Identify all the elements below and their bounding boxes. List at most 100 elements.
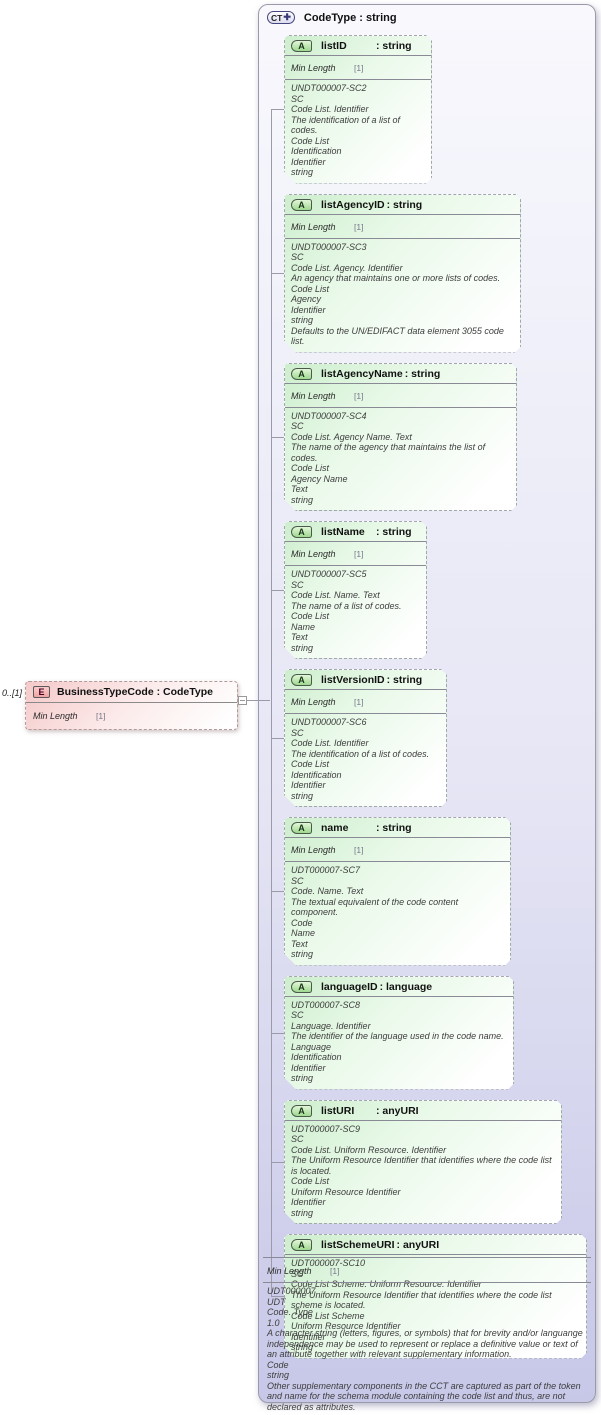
annotation-line: Identifier: [291, 1197, 326, 1207]
annotation-line: UDT000007-SC9: [291, 1123, 361, 1134]
facet-value: [1]: [95, 711, 106, 721]
attribute-icon: A: [291, 368, 312, 380]
attribute-name: name: [321, 822, 349, 834]
annotation-line: Code: [291, 917, 313, 928]
annotation-line: Uniform Resource Identifier: [291, 1186, 401, 1197]
annotation-line: Code List. Uniform Resource. Identifier: [291, 1144, 447, 1155]
attribute-icon: A: [291, 199, 312, 211]
annotation-line: Identifier: [291, 1331, 326, 1342]
annotation-line: UNDT000007-SC6: [291, 717, 367, 727]
attribute-header[interactable]: A listSchemeURI : anyURI: [285, 1235, 586, 1255]
annotation-line: Code List: [291, 283, 330, 294]
annotation-line: The name of a list of codes.: [291, 600, 402, 611]
attribute-name: listAgencyName: [321, 367, 403, 380]
annotation-line: Code. Type: [267, 1307, 313, 1317]
attribute-list: A listID : string Min Length [1] UNDT000…: [271, 35, 587, 1369]
annotation-line: string: [291, 315, 314, 325]
annotation-line: UNDT000007-SC3: [291, 241, 367, 252]
annotation-line: Code List Scheme. Uniform Resource. Iden…: [291, 1279, 482, 1289]
attribute-box[interactable]: A listAgencyName : string Min Length [1]…: [271, 363, 517, 512]
facet-name: Min Length: [291, 63, 336, 73]
attribute-header[interactable]: A listVersionID : string: [285, 670, 446, 690]
annotation-line: string: [291, 1342, 314, 1352]
complextype-facet-row: Min Length [1]: [263, 1257, 591, 1283]
element-header[interactable]: E BusinessTypeCode : CodeType: [26, 682, 237, 703]
annotation-line: Other supplementary components in the CC…: [267, 1380, 581, 1412]
attribute-header[interactable]: A name : string: [285, 818, 510, 838]
element-facet-row: Min Length [1]: [26, 703, 237, 729]
plus-icon: ✚: [283, 12, 291, 22]
facet-name: Min Length: [291, 221, 336, 232]
annotation-line: string: [291, 1073, 314, 1083]
annotation-line: Identifier: [291, 156, 326, 167]
attribute-facet-row: Min Length [1]: [285, 690, 446, 714]
attribute-facet-row: Min Length [1]: [285, 384, 516, 408]
attribute-icon: A: [291, 822, 312, 834]
facet-value: [1]: [353, 390, 364, 401]
attribute-name: listSchemeURI: [321, 1239, 395, 1251]
facet-value: [1]: [353, 221, 364, 232]
facet-name: Min Length: [267, 1266, 312, 1276]
attribute-name: listName: [321, 526, 365, 538]
complextype-icon: CT ✚: [267, 11, 295, 24]
attribute-box[interactable]: A listAgencyID : string Min Length [1] U…: [271, 194, 521, 353]
annotation-line: An agency that maintains one or more lis…: [291, 273, 501, 283]
attribute-header[interactable]: A listID : string: [285, 36, 431, 56]
cardinality-label: 0..[1]: [2, 688, 23, 698]
attribute-header[interactable]: A listURI : anyURI: [285, 1101, 561, 1121]
annotation-line: Name: [291, 621, 316, 632]
attribute-icon: A: [291, 526, 312, 538]
attribute-header[interactable]: A listAgencyName : string: [285, 364, 516, 384]
annotation-line: The identification of a list of codes.: [291, 114, 401, 135]
attribute-box[interactable]: A listVersionID : string Min Length [1] …: [271, 669, 447, 807]
annotation-line: Code List: [291, 463, 330, 473]
annotation-line: A character string (letters, figures, or…: [267, 1328, 583, 1359]
attribute-facet-row: Min Length [1]: [285, 838, 510, 862]
facet-name: Min Length: [291, 697, 336, 707]
collapse-toggle[interactable]: [238, 696, 247, 705]
attribute-box[interactable]: A name : string Min Length [1] UDT000007…: [271, 817, 511, 966]
connector-vertical-line: [271, 109, 272, 1297]
attribute-type: : language: [379, 980, 433, 993]
annotation-line: Identifier: [291, 780, 326, 790]
complextype-header[interactable]: CT ✚ CodeType : string: [259, 5, 595, 28]
annotation-line: string: [291, 790, 314, 801]
attribute-name: listURI: [321, 1104, 355, 1117]
attribute-box[interactable]: A listID : string Min Length [1] UNDT000…: [271, 35, 432, 184]
annotation-line: string: [291, 1207, 314, 1218]
annotation-line: Language: [291, 1041, 332, 1052]
element-box-businesstypecode[interactable]: E BusinessTypeCode : CodeType Min Length…: [25, 681, 238, 730]
annotation-line: The Uniform Resource Identifier that ide…: [291, 1289, 552, 1310]
annotation-line: Uniform Resource Identifier: [291, 1321, 401, 1331]
annotation-line: string: [267, 1370, 290, 1380]
annotation-line: The identifier of the language used in t…: [291, 1031, 504, 1041]
annotation-line: SC: [291, 875, 304, 886]
attribute-header[interactable]: A languageID : language: [285, 977, 513, 997]
connector-horizontal-line: [247, 700, 270, 701]
annotation-line: UNDT000007-SC4: [291, 410, 367, 421]
annotation-line: SC: [291, 252, 304, 262]
attribute-header[interactable]: A listName : string: [285, 522, 426, 542]
annotation-line: string: [291, 949, 314, 959]
annotation-line: Identification: [291, 1052, 342, 1062]
attribute-box[interactable]: A listName : string Min Length [1] UNDT0…: [271, 521, 427, 659]
facet-name: Min Length: [33, 711, 78, 721]
annotation-line: SC: [291, 1010, 304, 1020]
attribute-facet-row: Min Length [1]: [285, 215, 520, 239]
annotation-line: string: [291, 494, 314, 505]
attribute-name: languageID: [321, 980, 378, 993]
annotation-line: SC: [291, 93, 304, 104]
annotation-line: SC: [291, 1134, 304, 1144]
annotation-line: Identification: [291, 769, 342, 780]
facet-name: Min Length: [291, 845, 336, 855]
element-icon: E: [33, 686, 50, 698]
attribute-header[interactable]: A listAgencyID : string: [285, 195, 520, 215]
annotation-line: Text: [291, 632, 308, 642]
